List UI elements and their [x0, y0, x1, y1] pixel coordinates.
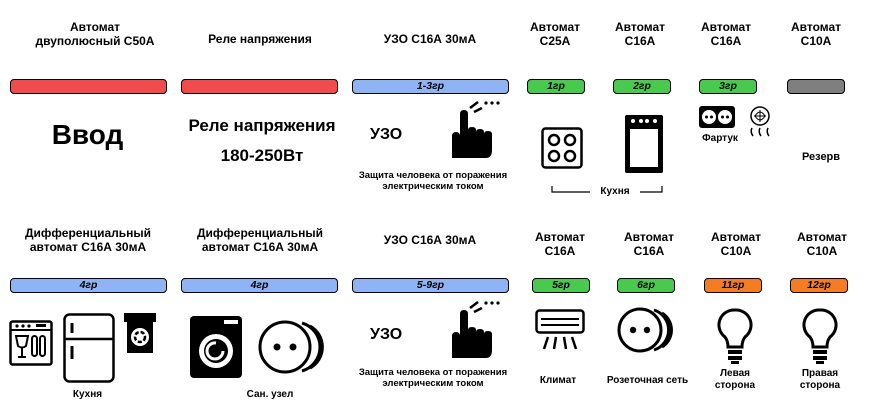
caption-line: электрическим током — [382, 181, 484, 192]
header-line: Автомат — [710, 230, 762, 244]
header-rcd: УЗО С16А 30мА — [383, 32, 477, 46]
header-breaker-c16: Автомат С16А — [696, 20, 756, 48]
header-line: Автомат — [534, 230, 586, 244]
header-line: С16А — [710, 34, 742, 48]
touch-hand-icon — [452, 101, 500, 158]
rcd-caption: Защита человека от поражения электрическ… — [343, 367, 523, 389]
kitchen-label: Кухня — [72, 389, 103, 400]
header-breaker-c10: Автомат С10А — [792, 230, 852, 258]
group-bar-1: 1гр — [527, 79, 585, 94]
label-line: Правая — [801, 368, 839, 379]
header-line: С10А — [806, 244, 838, 258]
right-side-label: Правая сторона — [790, 368, 850, 392]
header-breaker-c16: Автомат С16А — [610, 20, 670, 48]
washing-machine-icon — [190, 316, 242, 378]
light-bulb-icon — [717, 308, 753, 364]
header-line: автомат С16А 30мА — [29, 240, 147, 254]
group-bar-2: 2гр — [613, 79, 671, 94]
header-relay: Реле напряжения — [208, 32, 312, 46]
group-bar-3: 3гр — [699, 79, 757, 94]
group-bar-12: 12гр — [790, 278, 848, 293]
header-line: С25А — [539, 34, 571, 48]
header-line: С16А — [544, 244, 576, 258]
header-line: Автомат — [796, 230, 848, 244]
header-rcbo: Дифференциальный автомат С16А 30мА — [8, 226, 168, 254]
oven-icon — [625, 115, 663, 173]
group-bar-5: 5гр — [532, 278, 590, 293]
header-line: Дифференциальный — [25, 226, 151, 240]
header-line: Автомат — [69, 20, 121, 34]
header-breaker-c16: Автомат С16А — [619, 230, 679, 258]
socket-icon — [617, 307, 673, 353]
input-label: Ввод — [51, 119, 124, 150]
washer-dryer-icon — [124, 313, 156, 353]
caption-line: электрическим током — [382, 378, 484, 389]
group-bar-4: 4гр — [10, 278, 167, 293]
header-line: С16А — [624, 34, 656, 48]
rcd-label: УЗО — [370, 126, 403, 143]
relay-label: Реле напряжения — [188, 116, 336, 135]
socket-icon — [258, 320, 324, 374]
bathroom-label: Сан. узел — [246, 389, 294, 400]
double-socket-icon — [699, 106, 735, 128]
header-input-breaker: Автомат двуполюсный С50А — [20, 20, 170, 48]
rcd-caption: Защита человека от поражения электрическ… — [343, 170, 523, 192]
rcd-group-bar: 5-9гр — [352, 278, 509, 293]
left-side-label: Левая сторона — [705, 368, 765, 392]
group-bar-6: 6гр — [617, 278, 675, 293]
header-line: двуполюсный С50А — [35, 34, 155, 48]
group-bar-4: 4гр — [181, 278, 338, 293]
kitchen-label: Кухня — [590, 186, 640, 198]
reserve-label: Резерв — [801, 151, 841, 163]
relay-range: 180-250Вт — [220, 146, 304, 165]
header-breaker-c16: Автомат С16А — [530, 230, 590, 258]
header-rcbo: Дифференциальный автомат С16А 30мА — [180, 226, 340, 254]
caption-line: Защита человека от поражения — [358, 170, 508, 181]
header-breaker-c25: Автомат С25А — [525, 20, 585, 48]
header-line: С16А — [633, 244, 665, 258]
header-rcd: УЗО С16А 30мА — [383, 233, 477, 247]
climate-label: Климат — [539, 375, 577, 386]
fridge-icon — [63, 313, 115, 383]
light-bulb-icon — [802, 308, 838, 364]
sockets-label: Розеточная сеть — [606, 375, 689, 386]
rcd-group-bar: 1-3гр — [352, 79, 509, 94]
header-line: автомат С16А 30мА — [201, 240, 319, 254]
cooktop-icon — [541, 127, 583, 169]
header-line: Автомат — [614, 20, 666, 34]
label-line: сторона — [799, 380, 841, 391]
touch-hand-icon — [452, 301, 500, 358]
header-line: Дифференциальный — [197, 226, 323, 240]
header-line: Автомат — [700, 20, 752, 34]
header-line: Автомат — [529, 20, 581, 34]
caption-line: Защита человека от поражения — [358, 367, 508, 378]
header-breaker-c10: Автомат С10А — [706, 230, 766, 258]
reserve-bar — [787, 79, 845, 94]
header-line: Автомат — [790, 20, 842, 34]
input-bar — [10, 79, 167, 94]
dishwasher-icon — [9, 320, 53, 366]
header-line: С10А — [800, 34, 832, 48]
header-line: Автомат — [623, 230, 675, 244]
header-breaker-c10: Автомат С10А — [786, 20, 846, 48]
rcd-label: УЗО — [370, 326, 403, 343]
apron-label: Фартук — [702, 133, 738, 144]
hood-icon — [750, 106, 770, 137]
relay-bar — [181, 79, 338, 94]
label-line: сторона — [714, 380, 756, 391]
label-line: Левая — [720, 368, 750, 379]
header-line: С10А — [720, 244, 752, 258]
air-conditioner-icon — [535, 309, 585, 350]
group-bar-11: 11гр — [704, 278, 762, 293]
